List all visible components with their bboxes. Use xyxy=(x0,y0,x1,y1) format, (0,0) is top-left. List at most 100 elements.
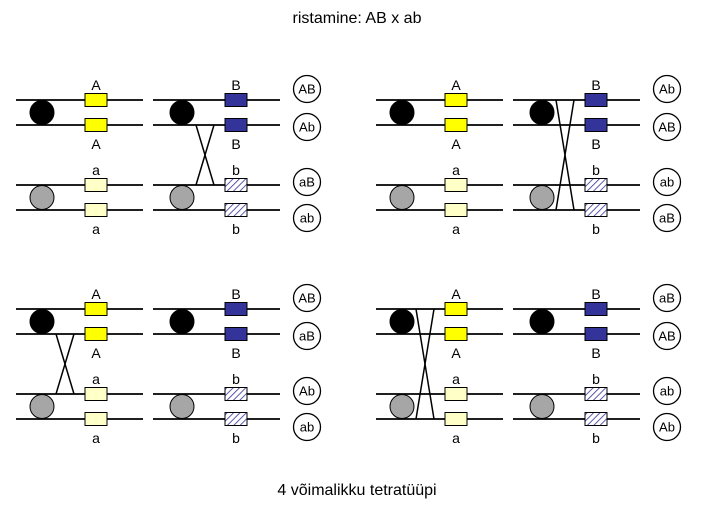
allele-box xyxy=(444,118,468,132)
product-circle xyxy=(652,112,682,142)
allele-box xyxy=(224,412,248,426)
allele-label: a xyxy=(452,371,460,387)
allele-box xyxy=(444,203,468,217)
product-label: AB xyxy=(298,82,315,97)
allele-box xyxy=(584,178,608,192)
product-label: Ab xyxy=(299,120,315,135)
allele-label: a xyxy=(452,162,460,178)
allele-label: a xyxy=(452,221,460,237)
allele-label: B xyxy=(231,136,240,152)
product-circle xyxy=(652,203,682,233)
allele-label: a xyxy=(92,430,100,446)
allele-box xyxy=(584,203,608,217)
allele-box xyxy=(444,93,468,107)
allele-label: b xyxy=(592,162,600,178)
product-label: aB xyxy=(299,175,315,190)
centromere-black-icon xyxy=(389,100,415,125)
allele-label: B xyxy=(591,286,600,302)
allele-label: A xyxy=(91,77,101,93)
allele-box xyxy=(224,302,248,316)
allele-box xyxy=(584,93,608,107)
allele-box xyxy=(584,327,608,341)
crossover-line xyxy=(195,124,215,186)
product-label: ab xyxy=(300,211,314,226)
allele-label: b xyxy=(232,430,240,446)
allele-box xyxy=(84,412,108,426)
centromere-gray-icon xyxy=(29,394,55,419)
page-title: ristamine: AB x ab xyxy=(292,10,422,27)
centromere-gray-icon xyxy=(529,185,555,210)
allele-box xyxy=(84,93,108,107)
allele-box xyxy=(584,118,608,132)
product-circle xyxy=(292,167,322,197)
centromere-black-icon xyxy=(29,100,55,125)
allele-box xyxy=(224,178,248,192)
allele-box xyxy=(584,387,608,401)
allele-label: a xyxy=(92,162,100,178)
product-label: ab xyxy=(300,420,314,435)
allele-label: B xyxy=(231,345,240,361)
allele-label: A xyxy=(451,77,461,93)
allele-box xyxy=(84,203,108,217)
allele-label: B xyxy=(591,77,600,93)
allele-box xyxy=(224,93,248,107)
allele-box xyxy=(444,387,468,401)
allele-label: A xyxy=(451,345,461,361)
allele-box xyxy=(224,118,248,132)
product-label: Ab xyxy=(299,384,315,399)
allele-label: B xyxy=(231,286,240,302)
allele-label: B xyxy=(591,345,600,361)
allele-box xyxy=(84,387,108,401)
product-circle xyxy=(292,74,322,104)
allele-box xyxy=(84,302,108,316)
allele-box xyxy=(584,412,608,426)
allele-label: b xyxy=(232,162,240,178)
allele-box xyxy=(84,118,108,132)
allele-label: a xyxy=(92,221,100,237)
allele-label: A xyxy=(91,286,101,302)
product-circle xyxy=(292,321,322,351)
allele-label: A xyxy=(91,345,101,361)
product-label: Ab xyxy=(659,420,675,435)
product-circle xyxy=(292,112,322,142)
product-circle xyxy=(652,283,682,313)
allele-label: b xyxy=(232,221,240,237)
product-circle xyxy=(652,376,682,406)
crossover-line xyxy=(415,308,435,420)
product-label: AB xyxy=(298,291,315,306)
crossover-line xyxy=(55,333,75,395)
centromere-black-icon xyxy=(169,309,195,334)
centromere-gray-icon xyxy=(169,185,195,210)
product-label: aB xyxy=(299,329,315,344)
product-circle xyxy=(652,74,682,104)
product-circle xyxy=(292,203,322,233)
allele-box xyxy=(444,412,468,426)
product-label: AB xyxy=(658,329,675,344)
allele-label: b xyxy=(592,371,600,387)
allele-label: b xyxy=(232,371,240,387)
allele-box xyxy=(224,327,248,341)
centromere-gray-icon xyxy=(389,394,415,419)
product-circle xyxy=(292,412,322,442)
product-label: AB xyxy=(658,120,675,135)
product-label: ab xyxy=(660,175,674,190)
product-label: aB xyxy=(659,211,675,226)
allele-label: A xyxy=(91,136,101,152)
allele-box xyxy=(84,178,108,192)
centromere-black-icon xyxy=(29,309,55,334)
allele-label: B xyxy=(231,77,240,93)
allele-label: b xyxy=(592,221,600,237)
centromere-black-icon xyxy=(389,309,415,334)
allele-label: a xyxy=(92,371,100,387)
allele-label: A xyxy=(451,286,461,302)
allele-label: B xyxy=(591,136,600,152)
centromere-black-icon xyxy=(529,100,555,125)
product-circle xyxy=(652,412,682,442)
allele-box xyxy=(444,302,468,316)
